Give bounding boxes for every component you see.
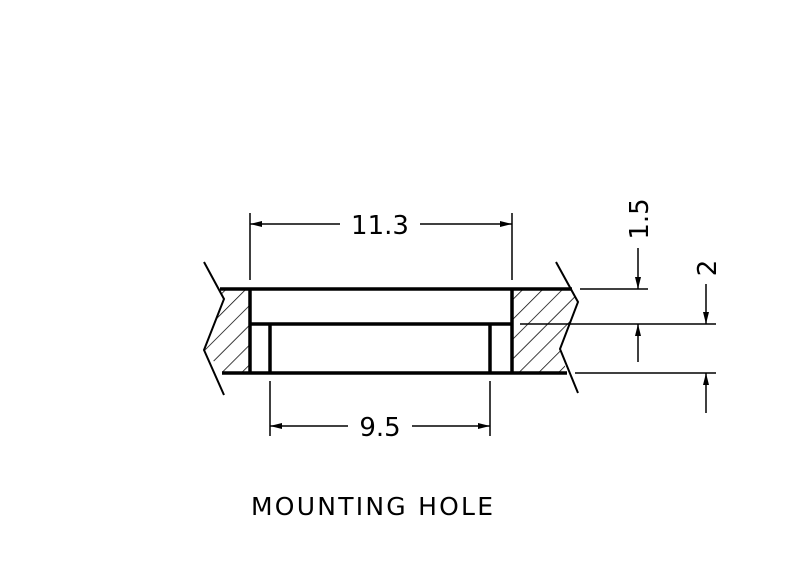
outer-width-label: 11.3 [351, 211, 409, 241]
left-section [202, 261, 250, 396]
hole-outline [220, 287, 572, 375]
drawing-title: MOUNTING HOLE [251, 492, 493, 521]
counterbore-depth-label: 1.5 [625, 198, 655, 239]
total-thickness-label: 2 [693, 260, 723, 277]
dimension-outer-width [249, 213, 513, 280]
right-section [512, 261, 580, 394]
dimension-inner-width [269, 381, 491, 436]
dimension-depths [520, 248, 716, 413]
inner-width-label: 9.5 [359, 413, 400, 443]
